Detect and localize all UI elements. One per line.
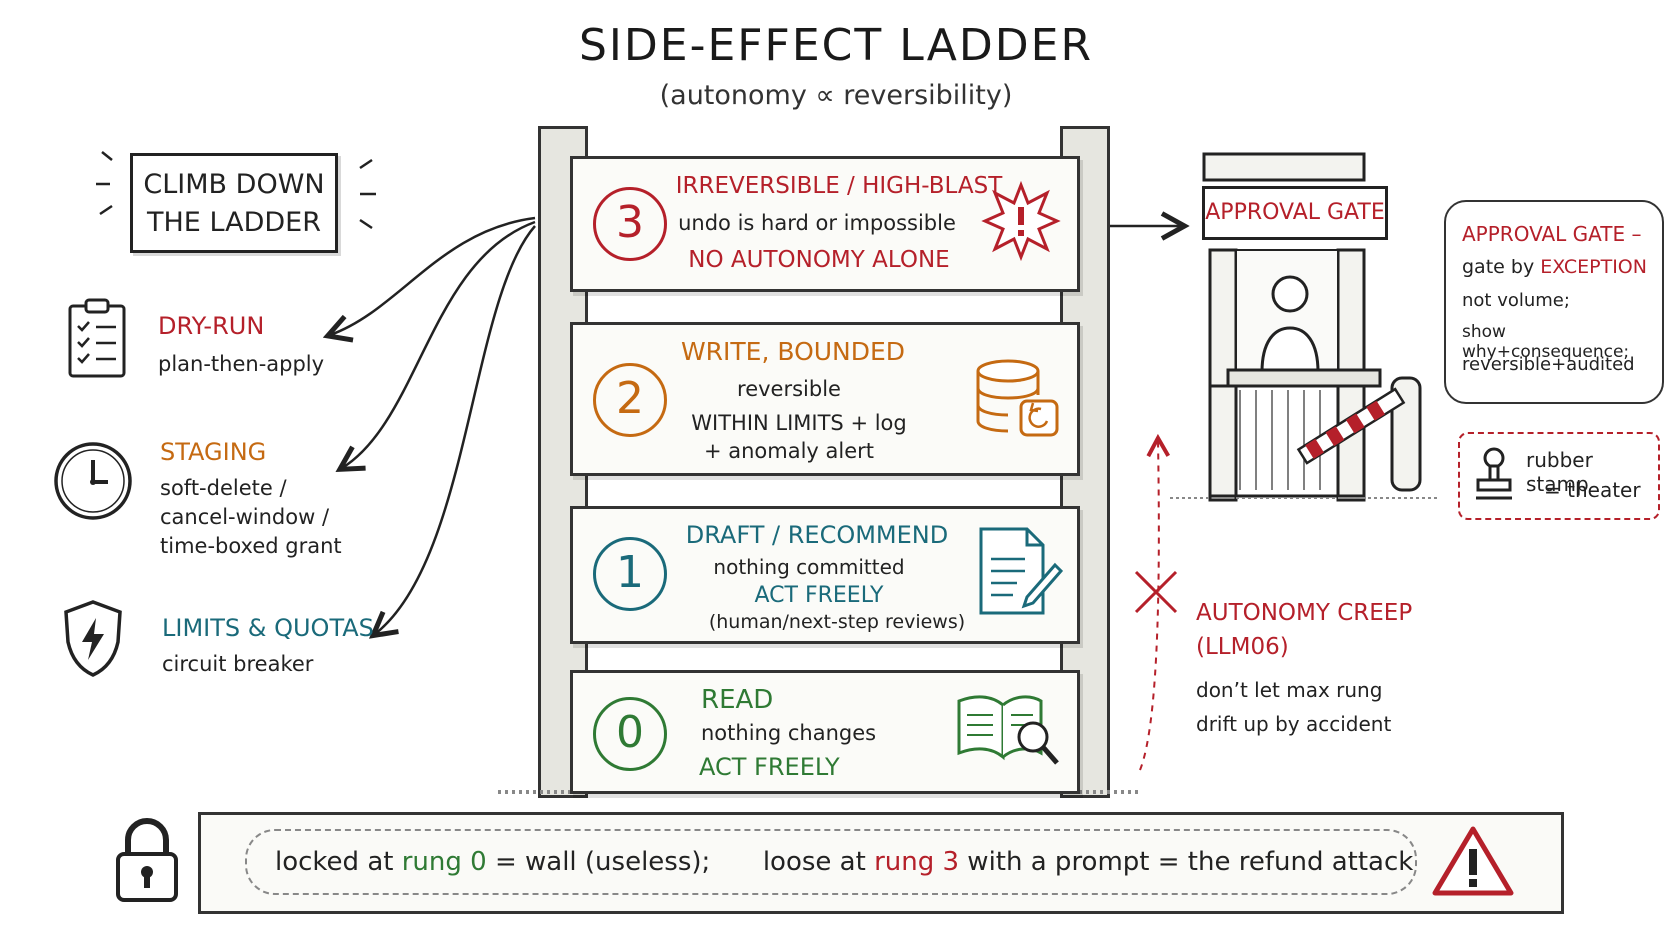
banner-part-6: with a prompt = the refund attack — [959, 847, 1414, 877]
rubber-stamp-icon — [1476, 447, 1512, 500]
arrow-to-dry-run — [330, 216, 536, 335]
approval-note-line-1a: gate by — [1462, 256, 1541, 278]
approval-gate-sign-text: APPROVAL GATE — [1205, 200, 1385, 225]
rung-1-number: 1 — [593, 537, 667, 611]
bottom-banner: locked at rung 0 = wall (useless); loose… — [198, 812, 1564, 914]
blocked-x-icon — [1134, 570, 1178, 614]
limits-line-1: circuit breaker — [162, 652, 314, 676]
padlock-icon — [116, 818, 178, 902]
climb-line-2: THE LADDER — [147, 207, 321, 238]
creep-title: AUTONOMY CREEP — [1196, 600, 1413, 626]
rung-0: 0 READ nothing changes ACT FREELY — [570, 670, 1080, 794]
banner-rung-3: rung 3 — [874, 847, 960, 877]
rung-1-line-1: nothing committed — [713, 555, 905, 579]
rung-3-number: 3 — [593, 187, 667, 261]
shield-bolt-icon — [64, 600, 122, 677]
rung-3-line-2: NO AUTONOMY ALONE — [688, 247, 950, 273]
checklist-icon — [68, 298, 126, 378]
approval-gate-sign: APPROVAL GATE — [1202, 186, 1388, 240]
rung-2: 2 WRITE, BOUNDED reversible WITHIN LIMIT… — [570, 322, 1080, 476]
banner-part-1: locked at — [275, 847, 402, 877]
arrow-to-staging — [342, 220, 536, 468]
climb-down-box: CLIMB DOWN THE LADDER — [130, 153, 338, 253]
banner-part-3: = wall (useless); — [486, 847, 711, 877]
book-magnifier-icon — [957, 695, 1059, 765]
stamp-line-1: rubber stamp — [1526, 448, 1593, 496]
staging-line-2: cancel-window / — [160, 505, 330, 529]
rung-3: 3 IRREVERSIBLE / HIGH-BLAST undo is hard… — [570, 156, 1080, 292]
banner-part-4: loose at — [762, 847, 875, 877]
rung-1-line-2: ACT FREELY — [754, 583, 884, 608]
rung-1-title: DRAFT / RECOMMEND — [685, 521, 949, 549]
staging-title: STAGING — [160, 438, 267, 466]
clock-icon — [54, 442, 132, 520]
approval-note-title: APPROVAL GATE – — [1462, 222, 1642, 246]
rung-0-line-1: nothing changes — [701, 721, 877, 745]
rung-0-line-2: ACT FREELY — [699, 753, 840, 781]
page-title: SIDE-EFFECT LADDER — [578, 20, 1094, 71]
creep-arrow — [1139, 440, 1159, 771]
approval-note-line-1b: EXCEPTION — [1540, 256, 1647, 278]
rung-0-title: READ — [701, 685, 774, 715]
rung-2-title: WRITE, BOUNDED — [680, 337, 906, 366]
staging-line-1: soft-delete / — [160, 476, 287, 500]
dry-run-title: DRY-RUN — [158, 312, 265, 340]
rung-2-line-3: + anomaly alert — [703, 439, 875, 463]
climb-line-1: CLIMB DOWN — [143, 169, 325, 200]
banner-rung-0: rung 0 — [401, 847, 487, 877]
rung-3-line-1: undo is hard or impossible — [678, 211, 956, 235]
creep-line-1: don’t let max rung — [1196, 678, 1383, 702]
approval-note-line-3: show why+consequence; — [1462, 322, 1630, 362]
rung-1-line-3: (human/next-step reviews) — [708, 611, 966, 633]
staging-line-3: time-boxed grant — [160, 534, 342, 558]
rubber-stamp-note: rubber stamp = theater — [1458, 432, 1660, 520]
creep-line-2: drift up by accident — [1196, 712, 1392, 736]
limits-title: LIMITS & QUOTAS — [162, 614, 374, 642]
emphasis-marks — [96, 151, 376, 230]
approval-note-line-4: reversible+audited — [1462, 354, 1635, 375]
page-subtitle: (autonomy ∝ reversibility) — [659, 80, 1013, 111]
rung-2-number: 2 — [593, 363, 667, 437]
banner-inner: locked at rung 0 = wall (useless); loose… — [245, 829, 1417, 895]
database-undo-icon — [976, 359, 1059, 437]
creep-subtitle: (LLM06) — [1196, 634, 1289, 660]
rung-2-line-1: reversible — [737, 377, 841, 401]
document-pencil-icon — [979, 527, 1063, 615]
rung-1: 1 DRAFT / RECOMMEND nothing committed AC… — [570, 506, 1080, 644]
approval-note-line-2: not volume; — [1462, 290, 1570, 311]
dry-run-line-1: plan-then-apply — [158, 352, 325, 376]
approval-note: APPROVAL GATE – gate by EXCEPTION not vo… — [1444, 200, 1664, 404]
approval-note-line-1: gate by EXCEPTION — [1462, 256, 1647, 278]
warning-triangle-icon — [1432, 826, 1514, 896]
rung-2-line-2: WITHIN LIMITS + log — [691, 411, 907, 435]
rung-0-number: 0 — [593, 697, 667, 771]
approval-gate-booth — [1170, 152, 1440, 502]
rung-3-title: IRREVERSIBLE / HIGH-BLAST — [675, 173, 1003, 199]
stamp-line-2: = theater — [1544, 478, 1641, 502]
arrow-to-limits — [375, 225, 536, 634]
explosion-alert-icon — [981, 181, 1061, 261]
